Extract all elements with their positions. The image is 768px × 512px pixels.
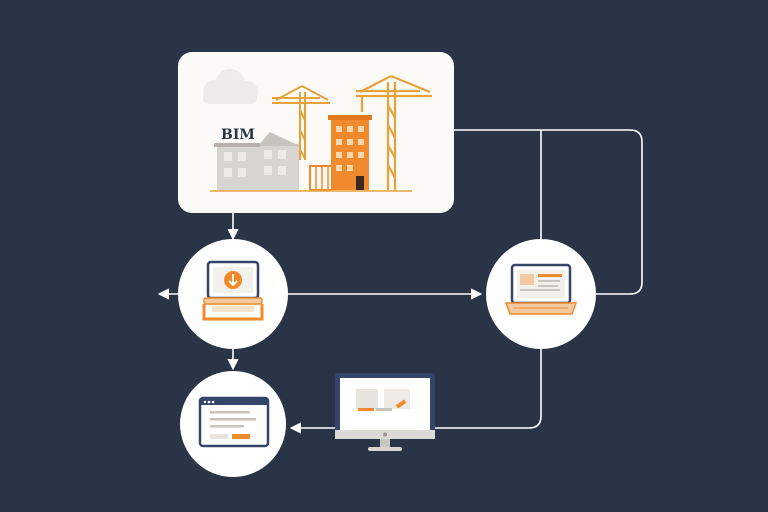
laptop-document-icon bbox=[504, 263, 578, 315]
cloud-icon bbox=[203, 69, 258, 104]
crane-icon bbox=[272, 85, 330, 160]
laptop-node bbox=[486, 239, 596, 349]
laptop-download-icon bbox=[202, 260, 264, 321]
construction-building-icon bbox=[309, 115, 372, 191]
bim-card: BIM bbox=[178, 52, 454, 213]
crane-icon bbox=[356, 74, 432, 190]
browser-window-icon bbox=[198, 396, 270, 448]
connector-laptop-to-browser bbox=[435, 348, 542, 429]
bim-label: BIM bbox=[221, 127, 255, 143]
browser-node bbox=[180, 371, 286, 477]
hub-node bbox=[178, 239, 288, 349]
bim-building-icon: BIM bbox=[214, 127, 300, 190]
desktop-monitor-icon bbox=[335, 373, 435, 451]
connector-bim-loop bbox=[454, 129, 643, 295]
connectors bbox=[157, 129, 643, 434]
